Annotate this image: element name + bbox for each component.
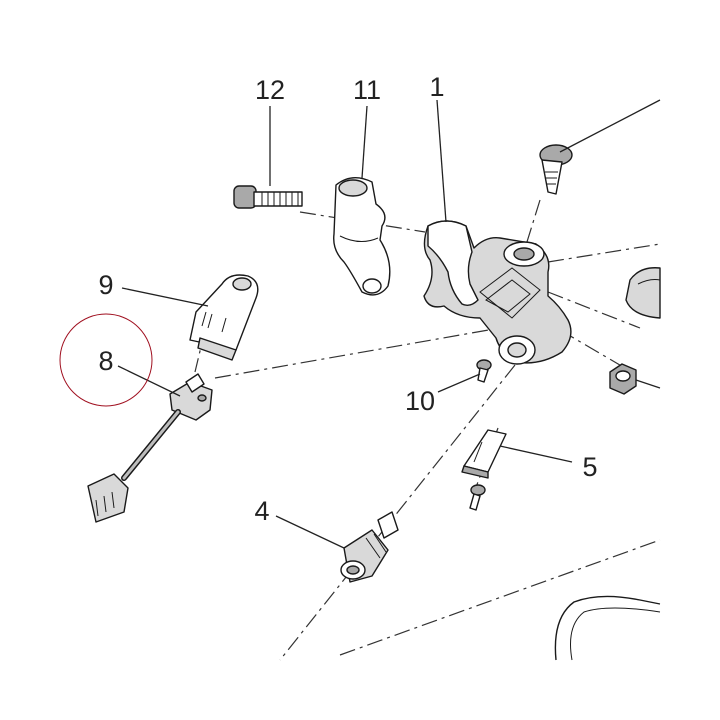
cable-inner [122,410,180,480]
body-rib-inner [485,279,531,313]
clamp-hole [362,278,382,294]
leader-4 [275,515,345,549]
bolt-thread [261,192,299,206]
callout-labels: 12 11 1 9 8 10 5 4 [98,72,597,526]
axis-sensor-4 [279,364,516,661]
body-front-face [427,220,479,307]
bolt-shank [253,191,303,207]
switch-pin [197,394,207,402]
callout-4: 4 [254,496,269,526]
sensor-bore [346,565,360,575]
part-nut [609,363,637,395]
sensor-flats [365,533,387,559]
leader-lines [117,99,661,549]
leader-9 [121,287,209,307]
clip-slot [473,441,483,463]
leader-11 [361,105,368,179]
callout-8: 8 [98,346,113,376]
part-1-lever-body [423,220,572,365]
callout-11: 11 [353,75,381,105]
clamp-body [333,177,391,296]
part-bottom-fragment [554,595,661,661]
part-8-switch-cable [87,373,213,523]
clamp-bore [338,179,368,197]
connector-body [87,473,129,523]
leader-screw [559,99,661,153]
callout-5: 5 [582,452,597,482]
axis-right-upper [547,243,661,263]
body-top-hole [513,247,535,261]
callout-12: 12 [255,75,285,105]
axis-switch-to-body [214,327,501,379]
clip-body [463,429,507,473]
sensor-tip [377,511,399,539]
clamp-edge [339,235,379,242]
axis-bottom [339,539,661,656]
part-4-sensor [340,511,399,583]
leader-5 [499,445,573,463]
nut-hole [615,370,631,382]
screw-shank [541,159,563,195]
housing-contacts [201,311,227,333]
housing-hole [232,277,252,291]
leader-10 [437,373,481,393]
callout-10: 10 [405,386,435,416]
leader-1 [436,99,447,223]
clip-screw-shank [469,493,481,511]
housing-body [189,274,259,351]
screw-10-shank [477,367,489,383]
part-top-screw [539,144,573,195]
bolt-head [233,185,257,209]
connector-pins [95,491,115,517]
leader-nut [635,379,661,389]
part-11-clamp [333,177,391,296]
fragment-edge [637,279,661,285]
leader-8 [117,365,181,397]
part-10-screw [476,359,492,383]
clip-screw-head [470,484,486,496]
fragment-block [625,267,661,319]
callout-9: 9 [98,270,113,300]
assembly-axes [194,199,661,661]
body-rib [479,267,541,319]
bottom-fragment-inner [570,607,661,661]
part-5-clip [461,429,507,511]
part-12-bolt [233,185,303,209]
callout-1: 1 [429,72,444,102]
part-9-switch-housing [189,274,259,361]
bottom-fragment-outer [554,595,661,661]
highlight-circle [59,313,153,407]
clip-base [461,465,489,479]
body-pivot-hole [507,342,527,358]
part-right-fragment [625,267,661,319]
screw-thread [545,171,558,185]
housing-base [197,337,237,361]
switch-plunger [185,373,205,393]
